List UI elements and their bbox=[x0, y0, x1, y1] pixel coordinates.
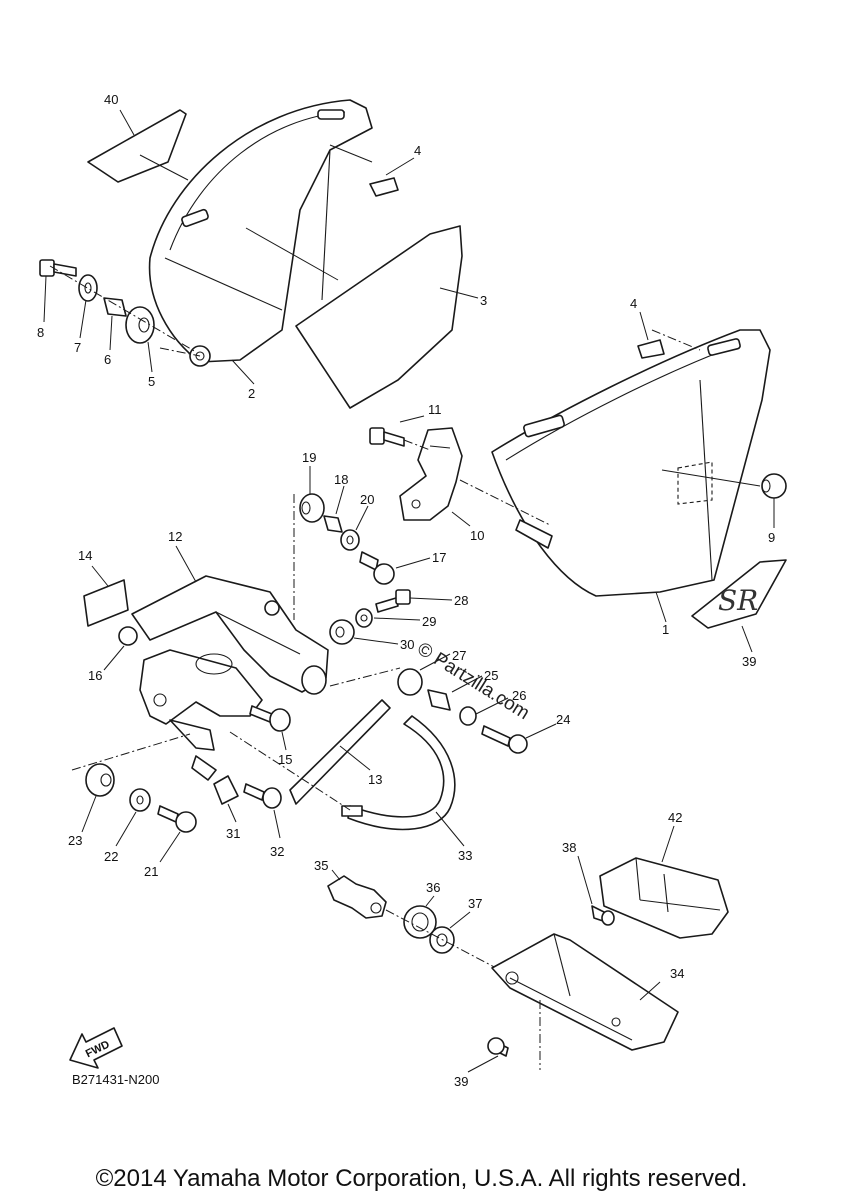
callout-37: 37 bbox=[468, 896, 482, 911]
callout-4b: 4 bbox=[630, 296, 637, 311]
part-39-bolt bbox=[487, 1037, 509, 1057]
callout-18: 18 bbox=[334, 472, 348, 487]
part-14-damper bbox=[83, 579, 129, 627]
callout-6: 6 bbox=[104, 352, 111, 367]
part-6-collar bbox=[103, 297, 127, 317]
diagram-code: B271431-N200 bbox=[72, 1072, 160, 1087]
part-33-band bbox=[347, 715, 456, 831]
part-36-nut bbox=[403, 905, 437, 939]
copyright-notice: ©2014 Yamaha Motor Corporation, U.S.A. A… bbox=[95, 1165, 748, 1192]
callout-20: 20 bbox=[360, 492, 374, 507]
part-25-collar bbox=[427, 689, 451, 711]
part-41-decal bbox=[87, 109, 187, 183]
callout-15: 15 bbox=[278, 752, 292, 767]
callout-13: 13 bbox=[368, 772, 382, 787]
part-35-switch bbox=[327, 875, 387, 919]
callout-35: 35 bbox=[314, 858, 328, 873]
callout-19: 19 bbox=[302, 450, 316, 465]
part-5-grommet bbox=[125, 306, 155, 344]
callout-22: 22 bbox=[104, 849, 118, 864]
callout-2: 2 bbox=[248, 386, 255, 401]
callout-31: 31 bbox=[226, 826, 240, 841]
part-17-bolt bbox=[359, 551, 395, 585]
callout-40: 39 bbox=[742, 654, 756, 669]
part-12-bracket bbox=[131, 575, 329, 695]
part-7-washer bbox=[78, 274, 98, 302]
part-3-side-panel bbox=[295, 225, 463, 409]
svg-text:SR: SR bbox=[718, 584, 758, 617]
part-11-bolt bbox=[369, 427, 405, 447]
callout-21: 21 bbox=[144, 864, 158, 879]
part-21-bolt bbox=[157, 805, 197, 833]
callout-34: 34 bbox=[670, 966, 684, 981]
part-4-grommet-right bbox=[637, 339, 665, 359]
callout-39: 39 bbox=[454, 1074, 468, 1089]
part-31-nut bbox=[213, 775, 239, 805]
part-26-washer bbox=[459, 706, 477, 726]
part-13-plate bbox=[289, 699, 391, 805]
callout-41: 40 bbox=[104, 92, 118, 107]
part-29-washer bbox=[355, 608, 373, 628]
callout-9: 9 bbox=[768, 530, 775, 545]
part-38-screw bbox=[591, 905, 615, 926]
callout-8: 8 bbox=[37, 325, 44, 340]
callout-29: 29 bbox=[422, 614, 436, 629]
fwd-arrow-icon: FWD bbox=[69, 1027, 123, 1069]
callout-28: 28 bbox=[454, 593, 468, 608]
callout-4: 4 bbox=[414, 143, 421, 158]
part-9-grommet bbox=[761, 473, 787, 499]
part-1-right-side-cover bbox=[491, 329, 771, 597]
callout-3: 3 bbox=[480, 293, 487, 308]
part-20-washer bbox=[340, 529, 360, 551]
callout-27: 27 bbox=[452, 648, 466, 663]
callout-12: 12 bbox=[168, 529, 182, 544]
callout-1: 1 bbox=[662, 622, 669, 637]
part-22-washer bbox=[129, 788, 151, 812]
callout-33: 33 bbox=[458, 848, 472, 863]
part-30-grommet bbox=[329, 619, 355, 645]
part-18-collar bbox=[323, 515, 343, 533]
callout-36: 36 bbox=[426, 880, 440, 895]
part-10-bracket bbox=[399, 427, 463, 521]
part-32-bolt bbox=[243, 783, 282, 809]
part-8-bolt bbox=[39, 259, 77, 277]
part-frame-bracket bbox=[139, 649, 263, 781]
part-27-grommet bbox=[397, 668, 423, 696]
callout-17: 17 bbox=[432, 550, 446, 565]
part-28-bolt bbox=[375, 589, 411, 613]
callout-32: 32 bbox=[270, 844, 284, 859]
callout-24: 24 bbox=[556, 712, 570, 727]
part-40-emblem: SR bbox=[691, 559, 787, 629]
part-15-bolt bbox=[249, 705, 291, 732]
callout-5: 5 bbox=[148, 374, 155, 389]
callout-42: 42 bbox=[668, 810, 682, 825]
callout-7: 7 bbox=[74, 340, 81, 355]
part-16-grommet bbox=[118, 626, 138, 646]
callout-11: 11 bbox=[428, 402, 442, 417]
callout-25: 25 bbox=[484, 668, 498, 683]
callout-16: 16 bbox=[88, 668, 102, 683]
part-4-grommet-top bbox=[369, 177, 399, 197]
part-42-box bbox=[599, 857, 729, 939]
part-24-bolt bbox=[481, 725, 528, 754]
callout-14: 14 bbox=[78, 548, 92, 563]
callout-10: 10 bbox=[470, 528, 484, 543]
part-19-grommet bbox=[299, 493, 325, 523]
callout-labels: 40 4 3 2 8 7 6 5 4 11 19 18 20 10 9 12 1… bbox=[37, 92, 775, 1089]
callout-23: 23 bbox=[68, 833, 82, 848]
callout-30: 30 bbox=[400, 637, 414, 652]
part-34-tray bbox=[491, 933, 679, 1051]
part-23-grommet bbox=[85, 763, 115, 797]
callout-26: 26 bbox=[512, 688, 526, 703]
callout-38: 38 bbox=[562, 840, 576, 855]
